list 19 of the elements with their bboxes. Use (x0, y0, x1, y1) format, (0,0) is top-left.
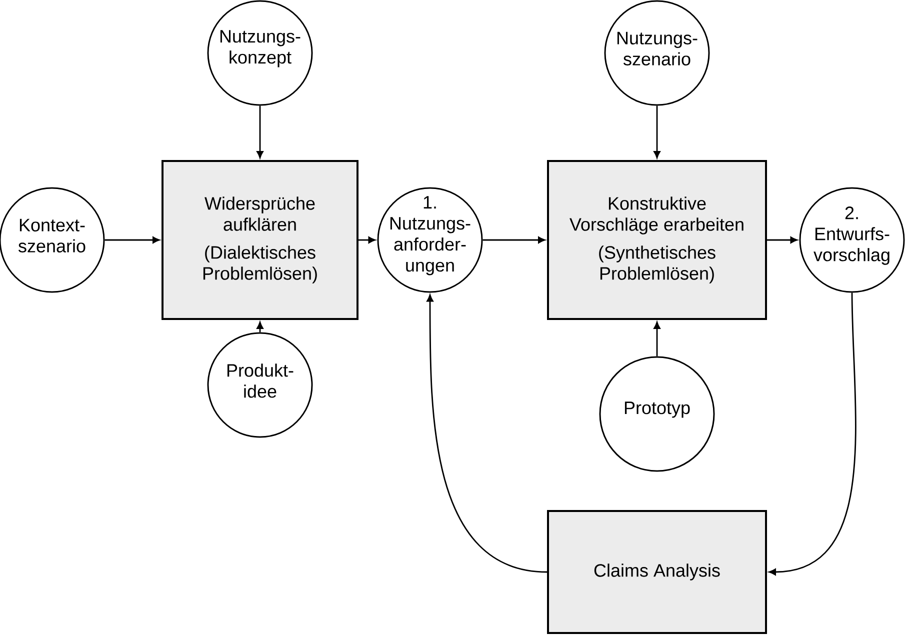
arrow (767, 236, 798, 244)
arrow (654, 322, 660, 356)
arrow (426, 294, 548, 573)
arrow (654, 106, 660, 158)
circle-node: Produkt- idee (207, 332, 313, 438)
circle-node: Nutzungs- konzept (207, 0, 313, 106)
arrow (256, 106, 264, 158)
circle-node: 2. Entwurfs- vorschlag (799, 187, 905, 293)
process-box: Widersprüche aufklären (Dialektisches Problemlösen) (162, 160, 358, 320)
arrow (358, 236, 376, 244)
arrow (482, 236, 546, 244)
arrow (768, 292, 856, 576)
circle-node: 1. Nutzungs- anforder- ungen (377, 187, 483, 293)
process-box: Claims Analysis (547, 510, 767, 634)
arrow (104, 236, 160, 244)
circle-node: Prototyp (599, 356, 715, 472)
arrow (256, 322, 264, 332)
circle-node: Nutzungs- szenario (604, 0, 710, 106)
process-box: Konstruktive Vorschläge erarbeiten (Synthetisches Problemlösen) (547, 160, 767, 320)
